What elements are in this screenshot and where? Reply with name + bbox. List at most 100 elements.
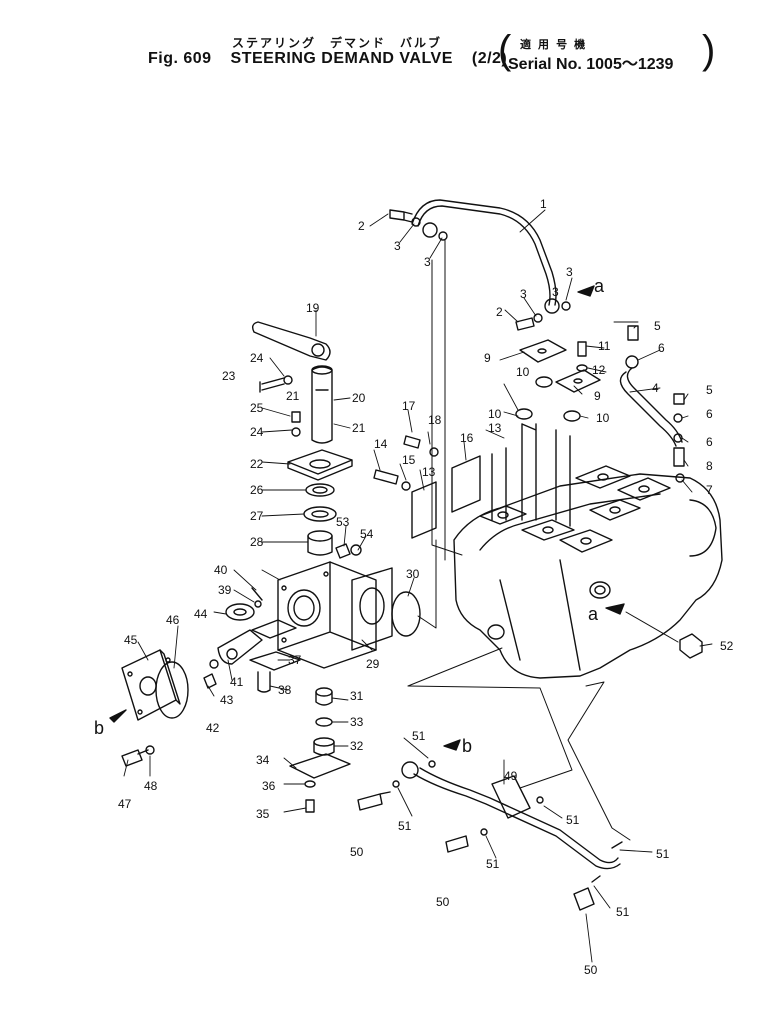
bolt-35 xyxy=(305,799,315,813)
callout-41: 41 xyxy=(230,675,244,689)
callout-3b: 3 xyxy=(424,255,431,269)
valve-body xyxy=(453,473,723,679)
ref-b-hose: b xyxy=(462,736,472,756)
callout-10c: 10 xyxy=(596,411,610,425)
bolt-25 xyxy=(291,411,301,423)
serial-range: Serial No. 1005～1239 xyxy=(508,56,674,73)
callout-25: 25 xyxy=(250,401,264,415)
callout-32: 32 xyxy=(350,739,364,753)
seal-26 xyxy=(305,483,335,497)
pin-40 xyxy=(251,587,263,601)
plug-32 xyxy=(313,741,335,756)
nut-52 xyxy=(679,633,703,659)
bolt-50-a xyxy=(357,791,391,811)
callout-13b: 13 xyxy=(422,465,436,479)
bolt-23 xyxy=(259,377,285,393)
figure-name: STEERING DEMAND VALVE xyxy=(230,50,453,67)
washer-39 xyxy=(254,600,262,608)
callout-16: 16 xyxy=(460,431,474,445)
callout-6c: 6 xyxy=(706,435,713,449)
bushing-28 xyxy=(307,535,333,556)
arrow-a-body-icon xyxy=(605,603,625,615)
callout-23: 23 xyxy=(222,369,236,383)
washer-12 xyxy=(576,364,588,372)
pipe-49 xyxy=(419,767,619,864)
ref-a-body: a xyxy=(588,604,599,624)
figure-number: Fig. 609 xyxy=(148,50,212,67)
flange-9-left xyxy=(519,339,567,363)
callout-37: 37 xyxy=(288,653,302,667)
callout-9b: 9 xyxy=(594,389,601,403)
washer-48 xyxy=(145,745,155,755)
bolt-14 xyxy=(373,469,399,485)
callout-15: 15 xyxy=(402,453,416,467)
callout-7: 7 xyxy=(706,483,713,497)
callout-51c: 51 xyxy=(486,857,500,871)
washer-18 xyxy=(429,447,439,457)
block-49 xyxy=(491,775,531,819)
bearing-44 xyxy=(225,603,255,621)
bracket-37 xyxy=(249,651,301,671)
callout-26: 26 xyxy=(250,483,264,497)
callout-20: 20 xyxy=(352,391,366,405)
callout-28: 28 xyxy=(250,535,264,549)
ref-b-left: b xyxy=(94,718,104,738)
callout-51b: 51 xyxy=(398,819,412,833)
callout-24: 24 xyxy=(250,351,264,365)
o-ring-10-a xyxy=(535,376,553,388)
callout-5b: 5 xyxy=(706,383,713,397)
callout-51e: 51 xyxy=(656,847,670,861)
callout-42: 42 xyxy=(206,721,220,735)
callout-51: 51 xyxy=(412,729,426,743)
bolt-5-right xyxy=(673,393,685,405)
callout-6: 6 xyxy=(658,341,665,355)
callout-35: 35 xyxy=(256,807,270,821)
o-ring-10-c xyxy=(563,410,581,422)
bolt-5-top xyxy=(627,325,639,341)
callout-22: 22 xyxy=(250,457,264,471)
pipe-1-fitting-top xyxy=(422,222,438,238)
bolt-50-c xyxy=(573,887,595,911)
flange-top-d xyxy=(575,465,631,489)
flange-top-c xyxy=(559,529,613,553)
bolt-50-b xyxy=(445,835,469,853)
callout-49: 49 xyxy=(504,769,518,783)
bolt-53 xyxy=(335,543,351,559)
bushing-31 xyxy=(315,691,333,706)
bolt-42 xyxy=(203,673,217,689)
o-ring-46 xyxy=(155,661,189,719)
figure-title: Fig. 609 STEERING DEMAND VALVE (2/2) xyxy=(148,50,521,68)
washer-43 xyxy=(209,659,219,669)
callout-2b: 2 xyxy=(496,305,503,319)
arrow-b-hose-icon xyxy=(443,739,461,751)
o-ring-30 xyxy=(391,591,421,637)
callout-43: 43 xyxy=(220,693,234,707)
callout-6b: 6 xyxy=(706,407,713,421)
callout-8: 8 xyxy=(706,459,713,473)
left-bracket-icon: ( xyxy=(498,28,512,72)
flange-9-right xyxy=(555,369,601,393)
lever-19 xyxy=(251,321,331,361)
arrow-b-left-icon xyxy=(109,709,127,723)
callout-33: 33 xyxy=(350,715,364,729)
pipe-1 xyxy=(411,199,557,306)
callout-38: 38 xyxy=(278,683,292,697)
callout-5: 5 xyxy=(654,319,661,333)
callout-50b: 50 xyxy=(436,895,450,909)
callout-3: 3 xyxy=(394,239,401,253)
callout-4: 4 xyxy=(652,381,659,395)
japanese-serial-label: 適 用 号 機 xyxy=(520,39,588,51)
callout-12: 12 xyxy=(592,363,606,377)
callout-9: 9 xyxy=(484,351,491,365)
bolt-2-mid xyxy=(515,317,535,331)
bolt-17 xyxy=(403,435,421,449)
sheet-number: (2/2) xyxy=(471,50,508,67)
flange-top-a xyxy=(479,505,527,525)
flange-top-e xyxy=(617,477,671,501)
callout-labels: 1 2 3 3 3 2 3 3 4 5 5 6 6 6 7 8 9 9 10 1… xyxy=(94,197,734,977)
callout-2: 2 xyxy=(358,219,365,233)
callout-3c: 3 xyxy=(566,265,573,279)
callout-19: 19 xyxy=(306,301,320,315)
flange-top-b xyxy=(521,519,575,541)
callout-29: 29 xyxy=(366,657,380,671)
